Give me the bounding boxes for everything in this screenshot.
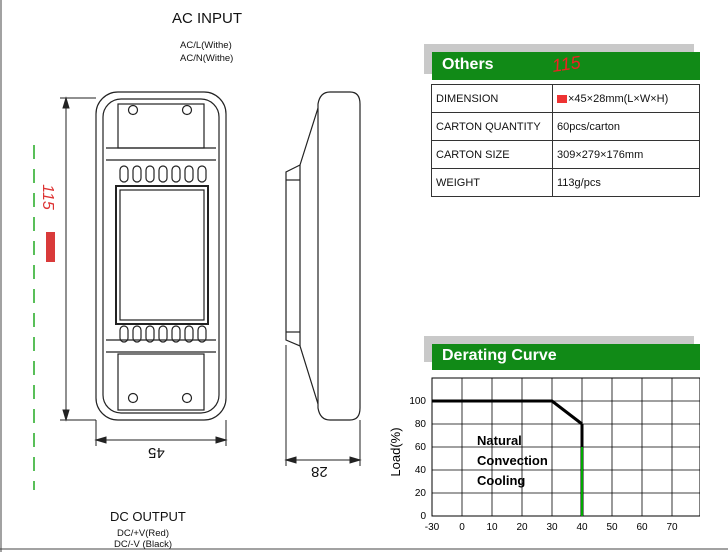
derating-title: Derating Curve [442,347,557,364]
front-view [95,91,227,421]
chart-marks [432,399,584,516]
others-title: Others [442,56,494,73]
y-tick-label: 100 [409,396,426,407]
chart-grid [431,377,700,517]
x-tick-label: 70 [666,522,678,533]
x-tick-label: 0 [459,522,465,533]
dc-minus-label: DC/-V (Black) [114,539,173,550]
ac-n-label: AC/N(Withe) [180,53,234,64]
row-value-text: ×45×28mm(L×W×H) [568,92,669,105]
row-value: ×45×28mm(L×W×H) [552,84,700,113]
y-tick-label: 80 [415,419,427,430]
x-tick-label: -30 [425,522,440,533]
row-label: CARTON QUANTITY [431,112,553,141]
side-view [285,91,361,421]
length-dimension [60,96,96,422]
x-tick-label: 40 [576,522,588,533]
width-dim-label: 45 [148,444,165,461]
row-label: DIMENSION [431,84,553,113]
row-value: 309×279×176mm [552,140,700,169]
chart-note-natural: Natural [477,433,522,448]
y-tick-label: 20 [415,488,427,499]
ac-l-label: AC/L(Withe) [180,40,232,51]
x-tick-label: 10 [486,522,498,533]
width-dimension [94,420,228,446]
x-tick-label: 30 [546,522,558,533]
ac-input-title: AC INPUT [172,10,243,27]
row-label: WEIGHT [431,168,553,197]
table-row: WEIGHT 113g/pcs [431,168,700,197]
handwritten-mark [46,232,55,262]
x-tick-label: 60 [636,522,648,533]
y-tick-label: 0 [420,511,426,522]
row-value: 60pcs/carton [552,112,700,141]
height-dim-label: 28 [311,463,328,480]
handwritten-blot [557,94,567,103]
y-tick-label: 40 [415,465,427,476]
dc-plus-label: DC/+V(Red) [117,528,169,539]
row-value: 113g/pcs [552,168,700,197]
others-header: Others [432,52,700,80]
chart-note-convection: Convection [477,453,548,468]
table-row: CARTON QUANTITY 60pcs/carton [431,112,700,141]
chart-ylabel: Load(%) [388,427,403,476]
handwritten-note: 115 [550,52,582,76]
height-dimension [284,345,362,466]
dc-output-title: DC OUTPUT [110,509,186,524]
derating-curve [432,399,583,426]
handwritten-length: 115 [38,184,56,210]
table-row: CARTON SIZE 309×279×176mm [431,140,700,169]
x-tick-label: 50 [606,522,618,533]
x-tick-label: 20 [516,522,528,533]
y-tick-label: 60 [415,442,427,453]
row-label: CARTON SIZE [431,140,553,169]
others-table: DIMENSION ×45×28mm(L×W×H) CARTON QUANTIT… [431,84,700,197]
table-row: DIMENSION ×45×28mm(L×W×H) [431,84,700,113]
chart-note-cooling: Cooling [477,473,525,488]
derating-header: Derating Curve [432,344,700,370]
derating-curve-dashed [551,400,583,425]
